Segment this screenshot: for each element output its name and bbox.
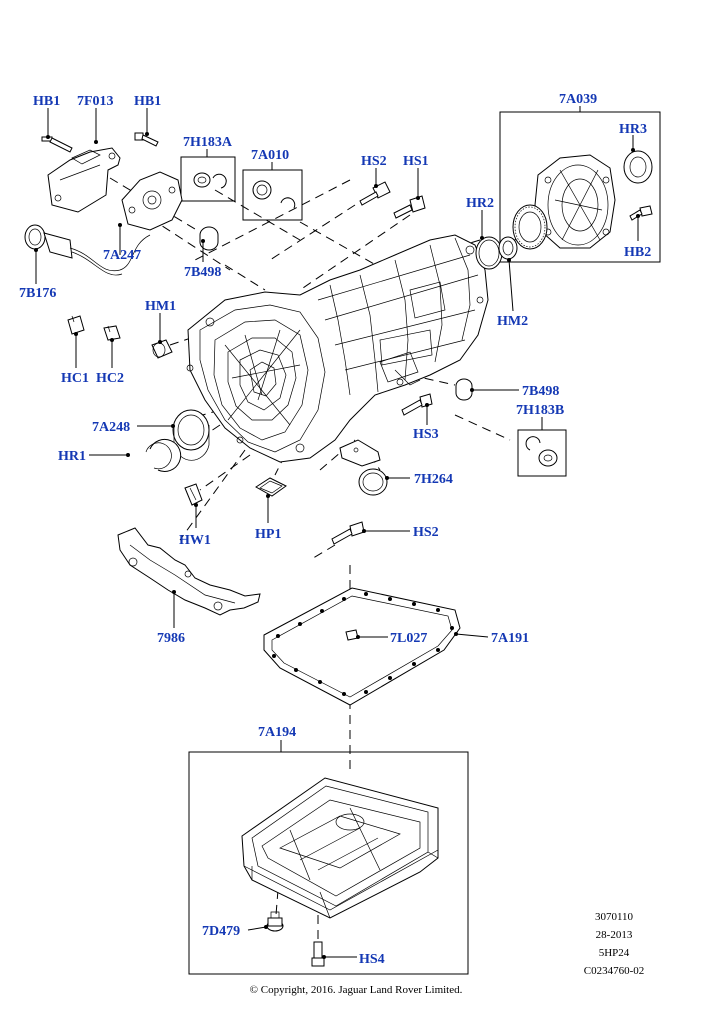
- callout-hp1[interactable]: HP1: [255, 527, 281, 542]
- callout-7b498-lower[interactable]: 7B498: [522, 384, 559, 399]
- callout-7l027[interactable]: 7L027: [390, 631, 427, 646]
- callout-7a191[interactable]: 7A191: [491, 631, 529, 646]
- oil-pump-7a039[interactable]: [534, 154, 616, 249]
- oil-pan-7a194[interactable]: [241, 777, 439, 919]
- callout-7986[interactable]: 7986: [157, 631, 185, 646]
- callout-hb2[interactable]: HB2: [624, 245, 651, 260]
- callout-hr3[interactable]: HR3: [619, 122, 647, 137]
- bolt-hs2-lower[interactable]: [331, 521, 365, 545]
- heat-shield-7986[interactable]: [117, 527, 261, 616]
- bolt-hb1-right[interactable]: [134, 132, 159, 147]
- reference-line-4: C0234760-02: [584, 965, 645, 977]
- callout-7h183b[interactable]: 7H183B: [516, 403, 564, 418]
- callout-hs2-lower[interactable]: HS2: [413, 525, 439, 540]
- callout-7a039[interactable]: 7A039: [559, 92, 597, 107]
- callout-7d479[interactable]: 7D479: [202, 924, 240, 939]
- callout-hc1[interactable]: HC1: [61, 371, 89, 386]
- seal-hr3[interactable]: [623, 150, 653, 184]
- seal-7h183a[interactable]: [193, 172, 227, 189]
- part-labels: HB1 7F013 HB1 7A039 HR3 7H183A 7A010 HS2…: [19, 92, 651, 967]
- sleeve-hm1[interactable]: [151, 339, 173, 359]
- reference-line-1: 3070110: [595, 911, 634, 923]
- callout-hb1-right[interactable]: HB1: [134, 94, 161, 109]
- callout-7a247[interactable]: 7A247: [103, 248, 141, 263]
- callout-7b176[interactable]: 7B176: [19, 286, 56, 301]
- leader-lines: [34, 106, 640, 959]
- callout-hm1[interactable]: HM1: [145, 299, 176, 314]
- callout-hs2-top[interactable]: HS2: [361, 154, 387, 169]
- seal-kit-box-7h183a: [180, 156, 236, 202]
- washer-hw1[interactable]: [184, 483, 203, 506]
- callout-hw1[interactable]: HW1: [179, 533, 211, 548]
- callout-hs4[interactable]: HS4: [359, 952, 385, 967]
- callout-7a194[interactable]: 7A194: [258, 725, 296, 740]
- seal-7a010[interactable]: [252, 180, 296, 209]
- copyright-notice: © Copyright, 2016. Jaguar Land Rover Lim…: [250, 984, 463, 996]
- callout-7f013[interactable]: 7F013: [77, 94, 114, 109]
- callout-hc2[interactable]: HC2: [96, 371, 124, 386]
- clip-hc1[interactable]: [67, 315, 85, 335]
- callout-hr2[interactable]: HR2: [466, 196, 494, 211]
- oil-pan-box: [188, 751, 469, 975]
- callout-7b498-upper[interactable]: 7B498: [184, 265, 221, 280]
- o-ring-hr2[interactable]: [475, 236, 503, 270]
- callout-7a010[interactable]: 7A010: [251, 148, 289, 163]
- bolt-hs4[interactable]: [311, 941, 325, 967]
- bracket-7h264[interactable]: [339, 439, 388, 496]
- plug-hp1[interactable]: [255, 477, 287, 497]
- clip-hc2[interactable]: [103, 325, 121, 341]
- callout-7h183a[interactable]: 7H183A: [183, 135, 233, 150]
- bolt-hb2[interactable]: [629, 205, 653, 221]
- callout-hs1[interactable]: HS1: [403, 154, 429, 169]
- bush-7b498-upper[interactable]: [199, 226, 219, 251]
- bolt-hs3[interactable]: [401, 393, 433, 416]
- bolt-hb1-left[interactable]: [41, 136, 73, 153]
- callout-7a248[interactable]: 7A248: [92, 420, 130, 435]
- position-switch-7a247[interactable]: [121, 171, 183, 231]
- transmission-case[interactable]: [186, 234, 489, 463]
- callout-7h264[interactable]: 7H264: [414, 472, 453, 487]
- harness-connector-7b176[interactable]: [24, 224, 151, 276]
- washer-hm2[interactable]: [498, 236, 518, 260]
- reference-line-2: 28-2013: [596, 929, 633, 941]
- callout-hs3[interactable]: HS3: [413, 427, 439, 442]
- drain-plug-7d479[interactable]: [266, 911, 284, 932]
- seal-kit-box-7a010: [242, 169, 303, 221]
- reference-line-3: 5HP24: [599, 947, 630, 959]
- callout-hm2[interactable]: HM2: [497, 314, 528, 329]
- bush-7b498-lower[interactable]: [455, 378, 473, 401]
- magnet-7l027[interactable]: [345, 629, 359, 641]
- callout-hr1[interactable]: HR1: [58, 449, 86, 464]
- retaining-ring-hr1[interactable]: [145, 438, 182, 472]
- pan-gasket-7a191[interactable]: [263, 587, 461, 706]
- gear-ring-pump[interactable]: [512, 204, 548, 250]
- reference-block: 3070110 28-2013 5HP24 C0234760-02: [584, 911, 645, 977]
- bolt-hs1[interactable]: [393, 195, 426, 219]
- callout-hb1-left[interactable]: HB1: [33, 94, 60, 109]
- seal-7h183b[interactable]: [525, 436, 558, 467]
- bracket-7f013[interactable]: [47, 147, 121, 213]
